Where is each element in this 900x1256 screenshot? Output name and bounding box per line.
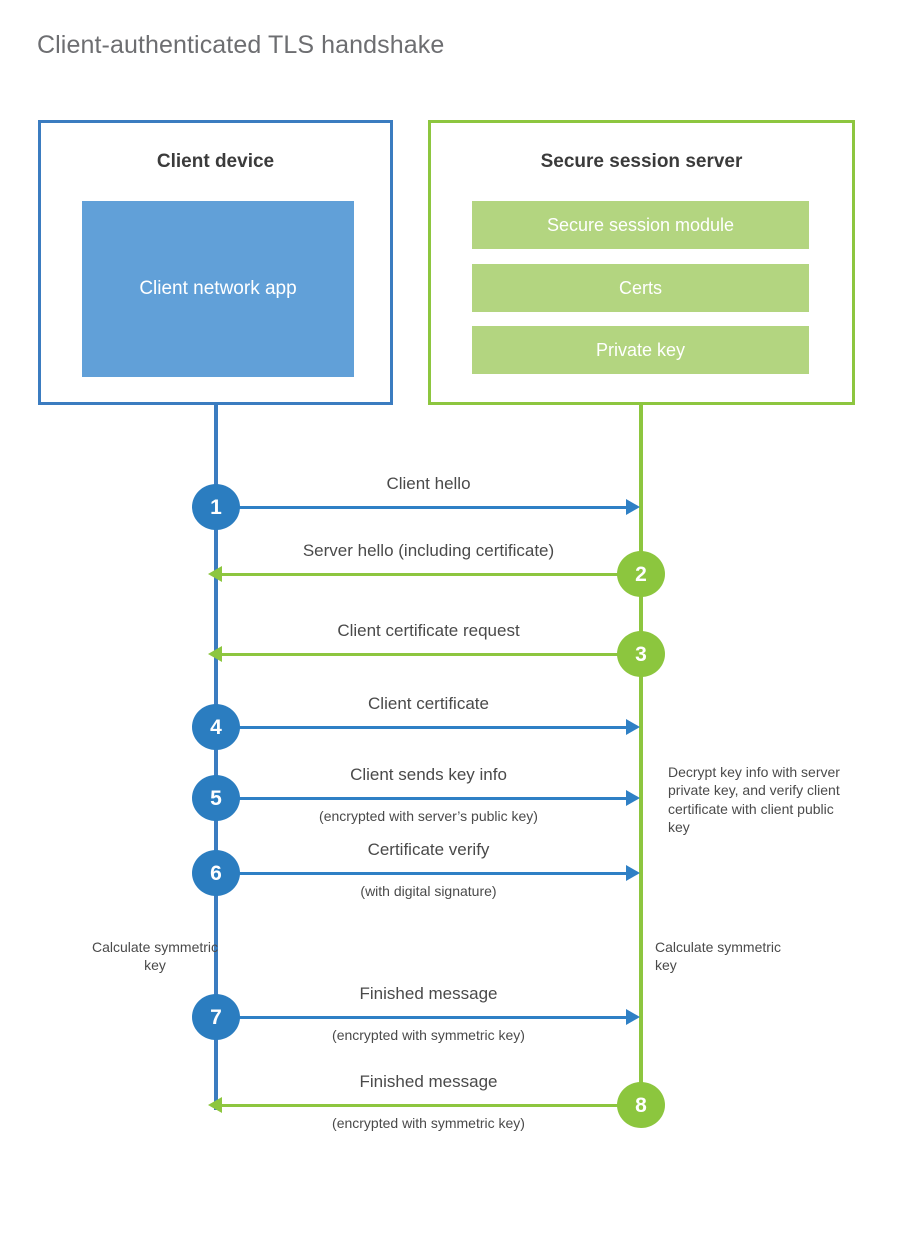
step-6-arrow-line	[216, 872, 626, 875]
client-device-box: Client device Client network app	[38, 120, 393, 405]
step-4-number-badge[interactable]: 4	[192, 704, 240, 750]
step-5-label: Client sends key info	[350, 765, 507, 784]
page-title: Client-authenticated TLS handshake	[37, 31, 445, 59]
step-7-label: Finished message	[359, 984, 498, 1003]
server-component-private-key: Private key	[472, 326, 809, 374]
step-8-arrow-line	[222, 1104, 639, 1107]
step-4-arrow-line	[216, 726, 626, 729]
note-calculate-symmetric-key-client: Calculate symmetric key	[91, 939, 219, 974]
step-7-number-badge[interactable]: 7	[192, 994, 240, 1040]
server-component-secure-session-module: Secure session module	[472, 201, 809, 249]
step-2-number-badge[interactable]: 2	[617, 551, 665, 597]
step-8-number-badge[interactable]: 8	[617, 1082, 665, 1128]
step-2-arrow-line	[222, 573, 639, 576]
note-server-decrypt: Decrypt key info with server private key…	[668, 764, 840, 836]
step-2-arrow-head	[208, 566, 222, 582]
step-6-arrow-head	[626, 865, 640, 881]
step-6-label: Certificate verify	[367, 840, 490, 859]
step-4-arrow-head	[626, 719, 640, 735]
server-lifeline	[639, 405, 643, 1107]
step-7-sublabel: (encrypted with symmetric key)	[332, 1027, 525, 1043]
step-3-arrow-line	[222, 653, 639, 656]
step-4-label: Client certificate	[368, 694, 489, 713]
step-7-arrow-line	[216, 1016, 626, 1019]
client-lifeline	[214, 405, 218, 1110]
client-device-title: Client device	[156, 151, 275, 172]
secure-session-server-title: Secure session server	[540, 151, 743, 172]
secure-session-server-box: Secure session server Secure session mod…	[428, 120, 855, 405]
step-7-arrow-head	[626, 1009, 640, 1025]
step-3-label: Client certificate request	[337, 621, 520, 640]
step-3-number-badge[interactable]: 3	[617, 631, 665, 677]
step-1-label: Client hello	[386, 474, 471, 493]
server-component-certs: Certs	[472, 264, 809, 312]
step-2-label: Server hello (including certificate)	[302, 541, 555, 560]
step-5-arrow-line	[216, 797, 626, 800]
step-1-arrow-head	[626, 499, 640, 515]
step-8-sublabel: (encrypted with symmetric key)	[332, 1115, 525, 1131]
step-6-sublabel: (with digital signature)	[360, 883, 497, 899]
step-5-number-badge[interactable]: 5	[192, 775, 240, 821]
step-5-sublabel: (encrypted with server’s public key)	[319, 808, 538, 824]
step-1-number-badge[interactable]: 1	[192, 484, 240, 530]
step-8-label: Finished message	[359, 1072, 498, 1091]
step-3-arrow-head	[208, 646, 222, 662]
step-1-arrow-line	[216, 506, 626, 509]
step-6-number-badge[interactable]: 6	[192, 850, 240, 896]
client-network-app-block: Client network app	[82, 201, 354, 377]
step-5-arrow-head	[626, 790, 640, 806]
step-8-arrow-head	[208, 1097, 222, 1113]
note-calculate-symmetric-key-server: Calculate symmetric key	[655, 939, 782, 974]
